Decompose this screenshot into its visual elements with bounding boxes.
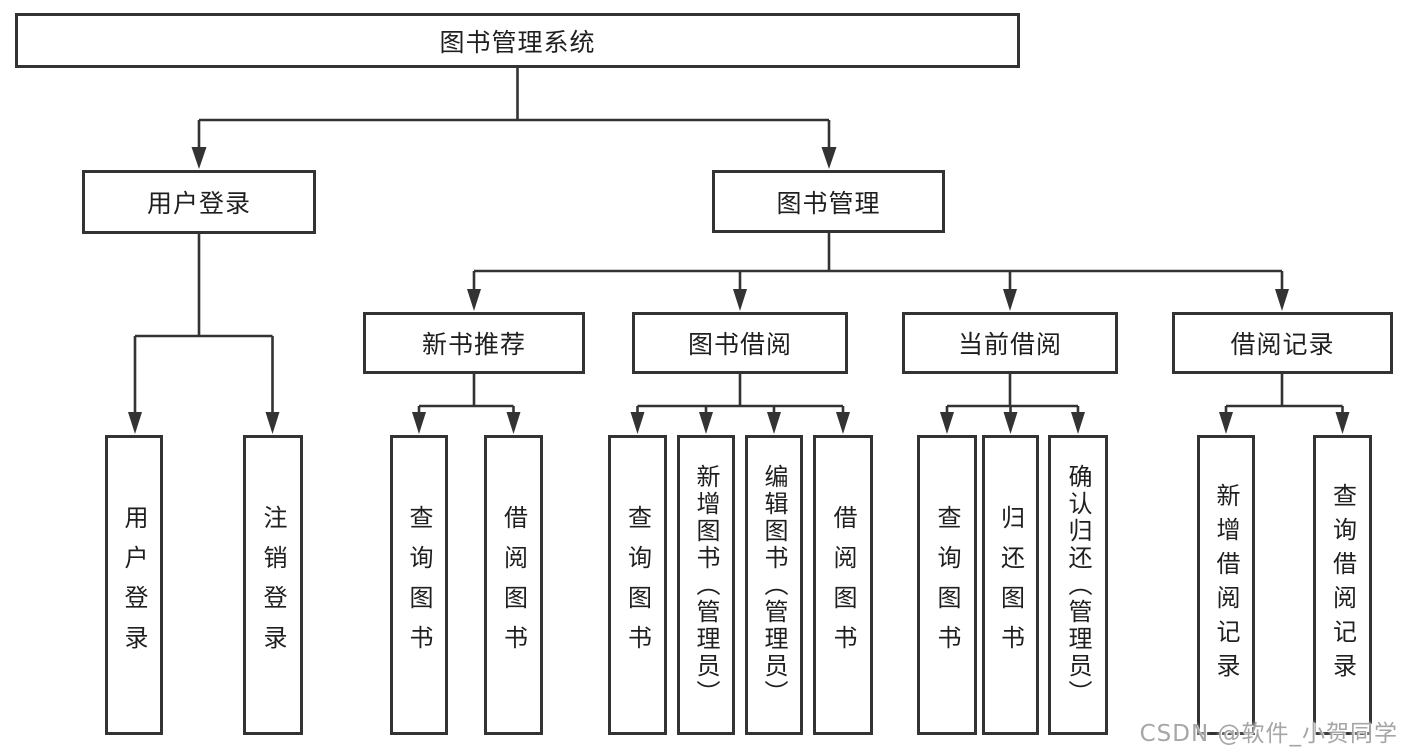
leaf-return-books: 归还图书: [982, 435, 1039, 735]
leaf-query-books-borrowing: 查询图书: [608, 435, 667, 735]
node-borrowing-records: 借阅记录: [1172, 312, 1393, 374]
edge-current-borrowing-to-children: [940, 374, 1085, 434]
leaf-query-books-current: 查询图书: [917, 435, 977, 735]
node-user-login: 用户登录: [82, 170, 316, 234]
node-current-borrowing: 当前借阅: [902, 312, 1118, 374]
node-new-book-recommend: 新书推荐: [363, 312, 585, 374]
leaf-borrow-books: 借阅图书: [813, 435, 873, 735]
node-book-borrowing: 图书借阅: [632, 312, 848, 374]
leaf-edit-books-admin: 编辑图书（管理员）: [745, 435, 803, 735]
leaf-query-borrow-record: 查询借阅记录: [1313, 435, 1372, 735]
leaf-user-login: 用户登录: [105, 435, 163, 735]
leaf-query-books-recommend: 查询图书: [390, 435, 448, 735]
edge-book-borrowing-to-children: [630, 374, 850, 434]
edge-borrowing-records-to-children: [1219, 374, 1350, 434]
edge-book-management-to-children: [467, 233, 1289, 311]
csdn-watermark: CSDN @软件_小贺同学: [1139, 721, 1398, 747]
leaf-borrow-books-recommend: 借阅图书: [484, 435, 543, 735]
node-root-library-system: 图书管理系统: [15, 13, 1020, 68]
node-book-management: 图书管理: [712, 170, 945, 233]
edge-new-book-recommend-to-children: [412, 374, 521, 434]
leaf-logout: 注销登录: [243, 435, 303, 735]
edge-root-to-children: [191, 68, 837, 169]
edge-user-login-to-children: [128, 234, 280, 434]
leaf-add-borrow-record: 新增借阅记录: [1197, 435, 1255, 735]
leaf-confirm-return-admin: 确认归还（管理员）: [1048, 435, 1108, 735]
leaf-add-books-admin: 新增图书（管理员）: [677, 435, 735, 735]
